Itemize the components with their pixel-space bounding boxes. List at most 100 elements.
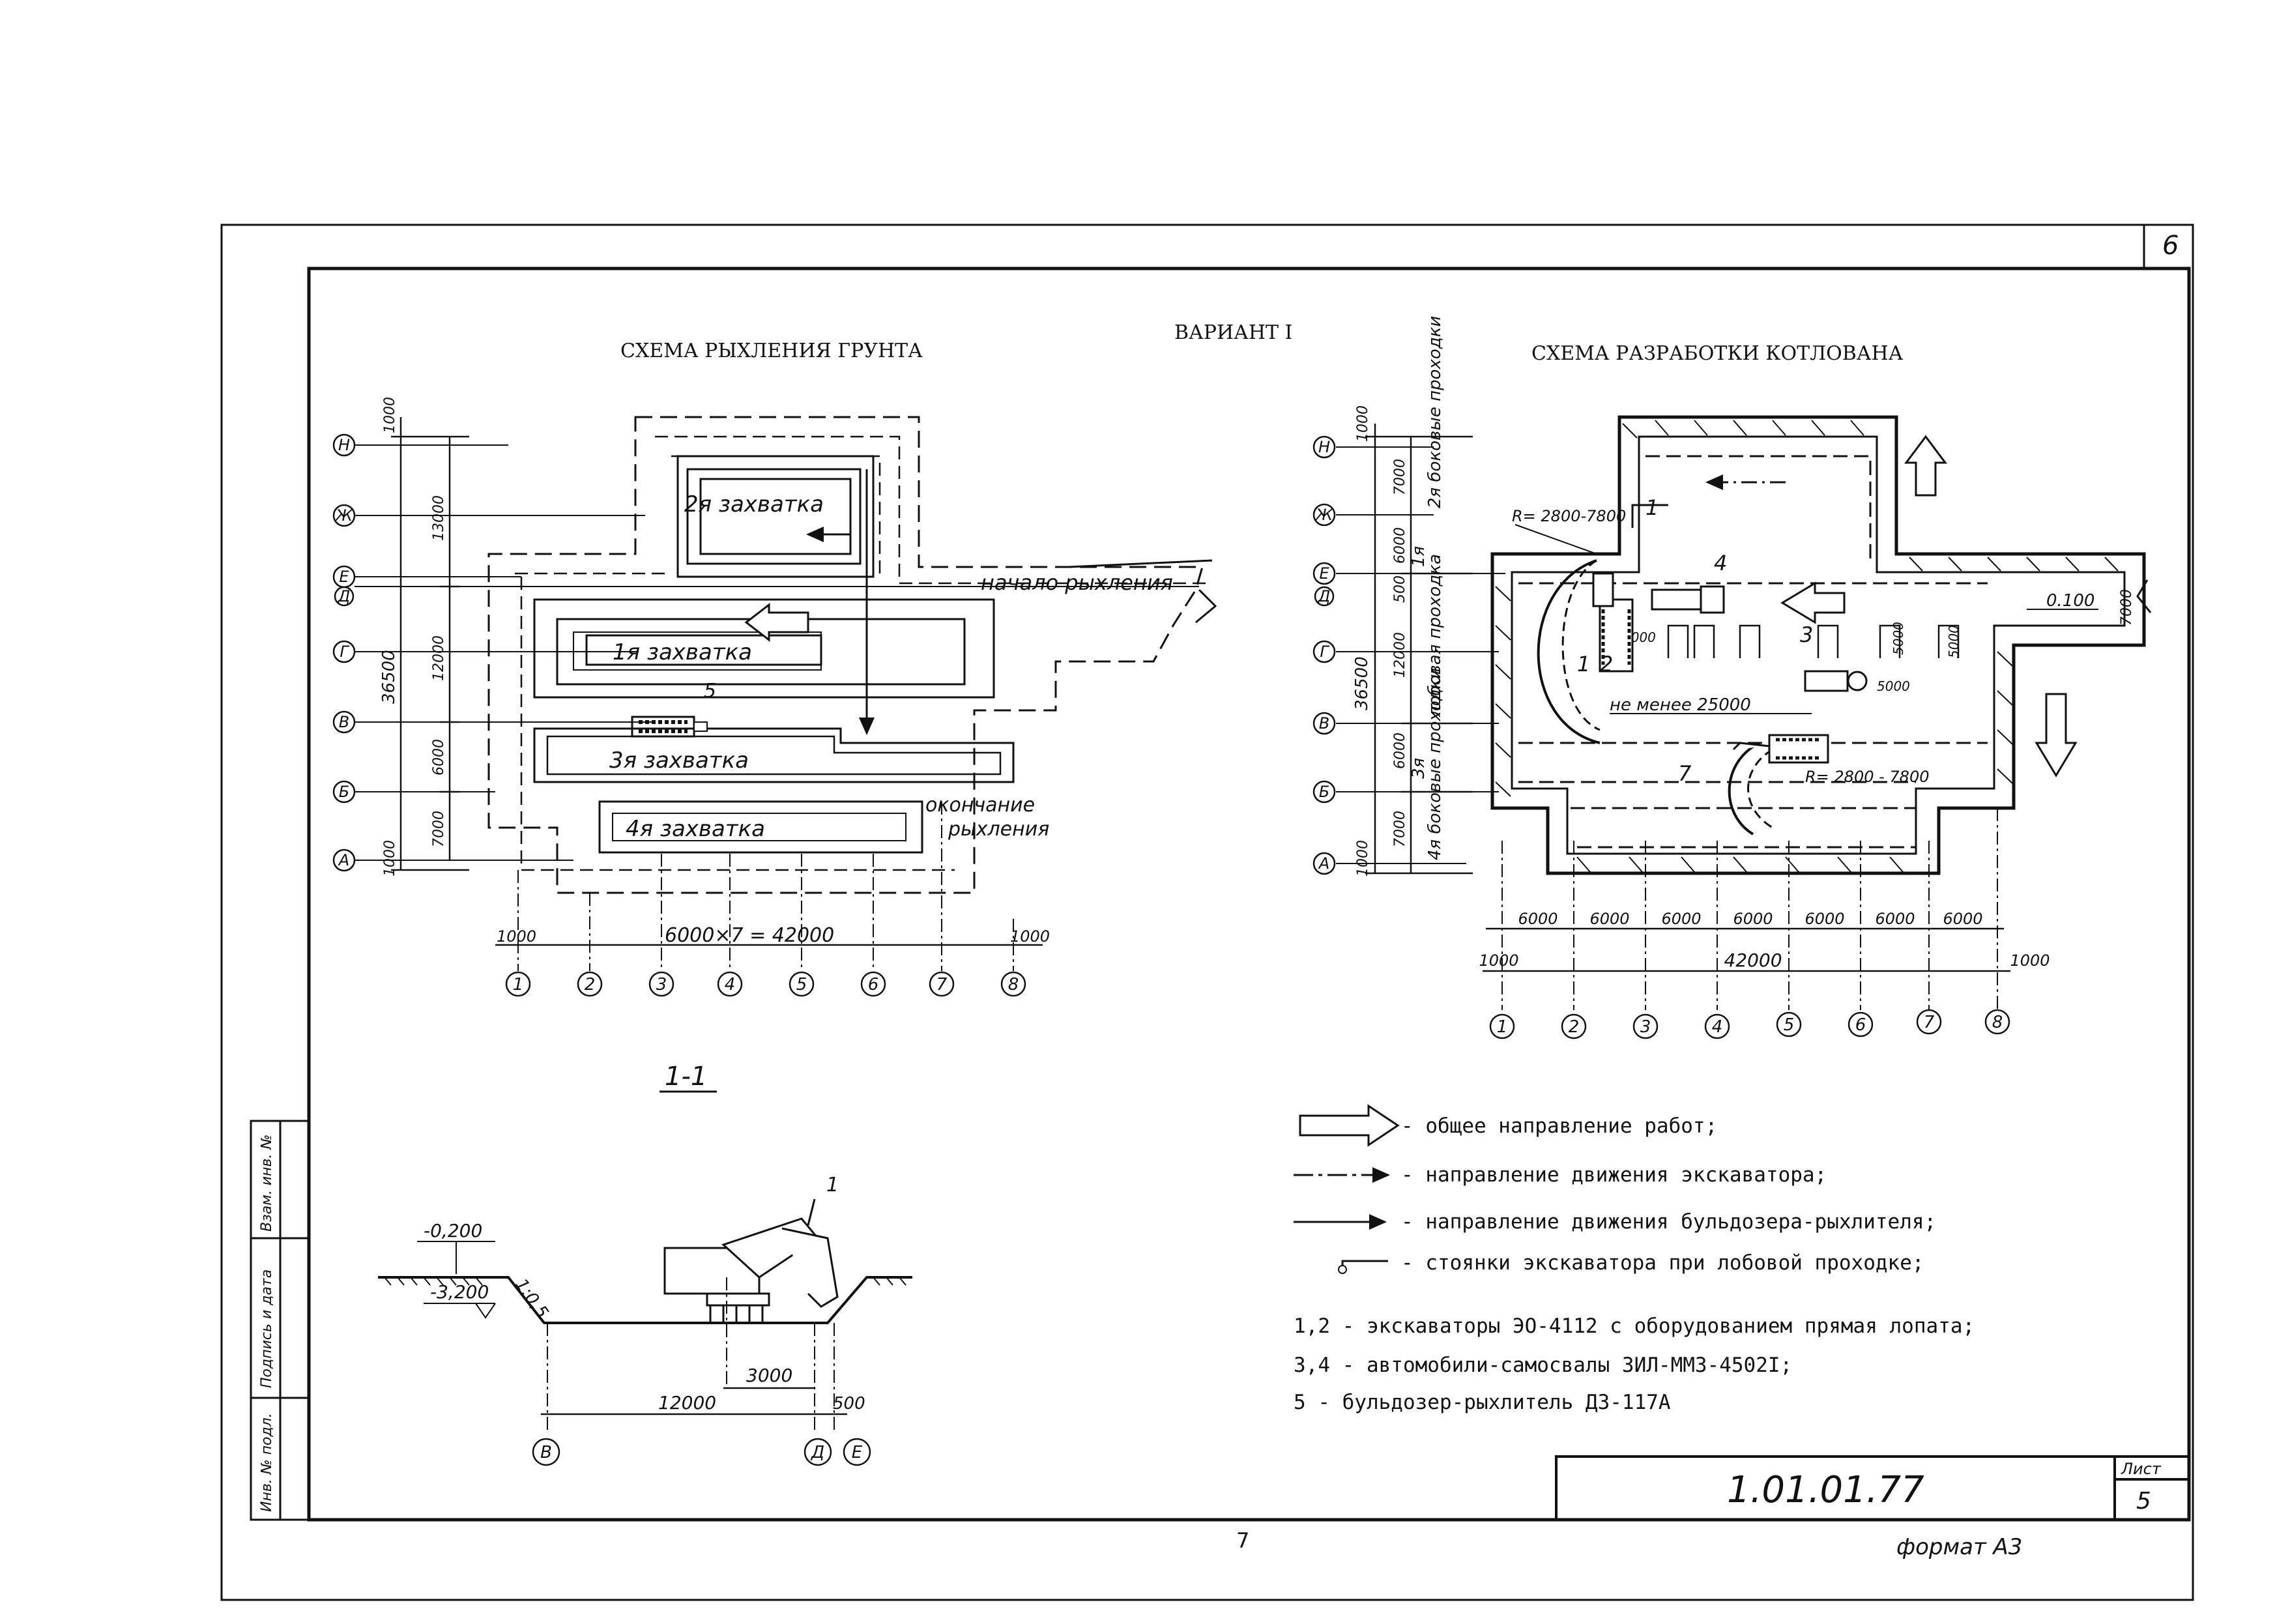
- section-axis-D: Д: [811, 1443, 824, 1462]
- right-col-3: 3: [1640, 1017, 1651, 1037]
- sheet-label: Лист: [2121, 1460, 2162, 1478]
- section-excavator: [663, 1198, 839, 1323]
- start-loosening-label: начало рыхления: [981, 570, 1173, 595]
- left-col-1: 1: [513, 975, 524, 994]
- outer-frame: [220, 224, 2194, 1601]
- legend-bulldozer-direction: - направление движения бульдозера-рыхлит…: [1401, 1210, 1936, 1234]
- left-dim-36500: 36500: [379, 650, 399, 704]
- note-excavators: 1,2 - экскаваторы ЭО-4112 с оборудование…: [1294, 1314, 1975, 1338]
- left-dim-left-margin: 1000: [497, 927, 536, 946]
- variant-title: ВАРИАНТ I: [1174, 321, 1292, 344]
- legend: - общее направление работ; - направление…: [1294, 1104, 1975, 1414]
- left-axis-Zh: Ж: [334, 506, 353, 525]
- right-axis-G: Г: [1320, 643, 1329, 661]
- right-radius-bottom: R= 2800 - 7800: [1805, 768, 1930, 786]
- left-zone-1: 1я захватка: [613, 639, 752, 665]
- title-block: [1555, 1455, 2190, 1521]
- right-pass-frontal: лобовая проходка: [1425, 554, 1445, 718]
- stamp-replace: Взам. инв. №: [259, 1135, 275, 1232]
- right-dim-total-bottom: 42000: [1724, 950, 1782, 971]
- right-dim-7000-bottom: 7000: [1392, 811, 1408, 847]
- left-col-5: 5: [796, 975, 807, 994]
- right-col-1: 1: [1497, 1017, 1508, 1037]
- legend-excavator-stops: - стоянки экскаватора при лобовой проход…: [1401, 1251, 1924, 1275]
- left-dim-1000-bottom: 1000: [382, 840, 398, 877]
- left-col-8: 8: [1008, 975, 1019, 994]
- left-axis-E: Е: [339, 568, 349, 586]
- left-dim-right-margin: 1000: [1010, 927, 1050, 946]
- right-dim-left-margin: 1000: [1479, 951, 1518, 970]
- right-machine-2: 2: [1600, 652, 1613, 676]
- right-machine-3: 3: [1800, 622, 1813, 647]
- right-pass-1: 1я: [1409, 546, 1428, 567]
- right-step-5000-a: 5000: [1891, 622, 1906, 655]
- right-dim-bay-5: 6000: [1804, 910, 1844, 928]
- left-dim-1000-top: 1000: [382, 397, 398, 433]
- section-dim-500: 500: [833, 1394, 865, 1414]
- right-col-6: 6: [1855, 1015, 1866, 1035]
- section-axis-V: В: [540, 1443, 552, 1462]
- right-dim-1000-bottom: 1000: [1355, 840, 1371, 877]
- right-axis-B: Б: [1319, 783, 1329, 801]
- right-pass-side-4: 4я боковые проходки: [1425, 668, 1445, 860]
- right-col-4: 4: [1712, 1017, 1723, 1037]
- corner-number: 6: [2162, 231, 2179, 261]
- legend-excavator-direction: - направление движения экскаватора;: [1401, 1163, 1827, 1187]
- left-dim-12000: 12000: [431, 635, 447, 681]
- right-step-5000-b: 5000: [1877, 678, 1910, 694]
- section-dim-3000: 3000: [746, 1365, 792, 1386]
- left-col-7: 7: [936, 975, 948, 994]
- section-dim-12000: 12000: [658, 1392, 716, 1414]
- left-dim-6000: 6000: [431, 739, 447, 776]
- left-axis-D: Д: [338, 587, 351, 605]
- right-dim-12000: 12000: [1392, 632, 1408, 678]
- right-scheme-title: СХЕМА РАЗРАБОТКИ КОТЛОВАНА: [1531, 342, 1904, 365]
- right-dim-7000-side: 7000: [2119, 589, 2135, 626]
- right-axis-Zh: Ж: [1314, 506, 1333, 524]
- left-col-6: 6: [868, 975, 879, 994]
- section-slope: 1:0,5: [511, 1275, 552, 1322]
- left-zone-4: 4я захватка: [626, 816, 765, 842]
- left-col-3: 3: [656, 975, 667, 994]
- right-pass-3: 3я: [1409, 758, 1428, 779]
- right-col-8: 8: [1992, 1013, 2003, 1032]
- right-machine-7: 7: [1678, 761, 1692, 786]
- left-machine-5: 5: [704, 680, 716, 703]
- right-col-2: 2: [1569, 1017, 1580, 1037]
- right-col-5: 5: [1784, 1015, 1795, 1035]
- right-dim-500: 500: [1392, 575, 1408, 603]
- right-dim-7000: 7000: [1392, 459, 1408, 495]
- right-scheme: Н Ж Е Д Г В Б А 1000 7000 6000 500 12000…: [1312, 316, 2152, 1039]
- right-dim-1000-top: 1000: [1355, 405, 1371, 442]
- left-dim-7000: 7000: [431, 811, 447, 847]
- right-level: 0.100: [2046, 591, 2094, 611]
- right-dim-bay-2: 6000: [1589, 910, 1629, 928]
- left-zone-3: 3я захватка: [609, 747, 749, 774]
- right-axis-V: В: [1319, 714, 1329, 732]
- left-axis-B: Б: [339, 783, 349, 801]
- right-dim-6000-bottom: 6000: [1392, 732, 1408, 769]
- format-label: формат А3: [1896, 1534, 2022, 1560]
- right-dim-right-margin: 1000: [2010, 951, 2050, 970]
- left-axis-N: Н: [338, 436, 350, 454]
- right-dim-6000-top: 6000: [1392, 527, 1408, 564]
- left-dim-bottom: 6000×7 = 42000: [665, 924, 834, 947]
- note-bulldozer: 5 - бульдозер-рыхлитель ДЗ-117А: [1294, 1391, 1671, 1414]
- left-scheme-title: СХЕМА РЫХЛЕНИЯ ГРУНТА: [620, 340, 923, 362]
- right-radius-top: R= 2800-7800: [1512, 507, 1626, 525]
- section-level-top: -0,200: [424, 1220, 482, 1241]
- right-dim-bay-6: 6000: [1875, 910, 1915, 928]
- note-dump-trucks: 3,4 - автомобили-самосвалы ЗИЛ-ММЗ-4502I…: [1294, 1354, 1792, 1377]
- right-step-5000-c: 5000: [1946, 625, 1962, 658]
- stamp-signature: Подпись и дата: [259, 1269, 275, 1388]
- left-col-2: 2: [585, 975, 596, 994]
- left-axis-G: Г: [340, 643, 349, 661]
- right-dim-bay-7: 6000: [1943, 910, 1982, 928]
- right-axis-N: Н: [1318, 438, 1330, 456]
- left-axis-A: А: [338, 851, 349, 869]
- end-loosening-label-2: рыхления: [948, 818, 1049, 841]
- section-axis-E: Е: [852, 1443, 863, 1462]
- left-dim-13000: 13000: [431, 495, 447, 541]
- right-axis-E: Е: [1319, 564, 1329, 583]
- right-pass-side-2: 2я боковые проходки: [1425, 316, 1445, 508]
